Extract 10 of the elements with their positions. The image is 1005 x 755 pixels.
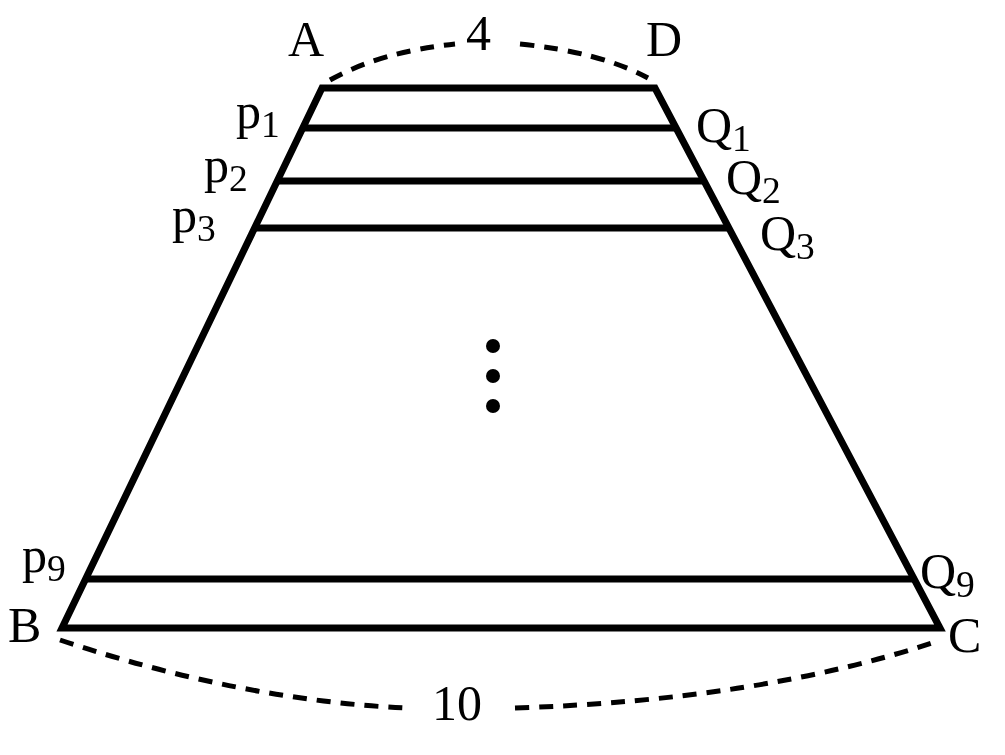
point-label: D (646, 14, 683, 64)
point-label: Q$_{2}$ (726, 152, 781, 202)
point-label: Q$_{1}$ (696, 100, 751, 150)
point-label: 4 (466, 8, 491, 58)
point-label: Q$_{9}$ (920, 546, 975, 596)
point-label: 10 (432, 678, 482, 728)
point-label: A (288, 14, 325, 64)
point-label: B (8, 600, 42, 650)
point-label: C (948, 610, 982, 660)
point-label: Q$_{3}$ (760, 208, 815, 258)
